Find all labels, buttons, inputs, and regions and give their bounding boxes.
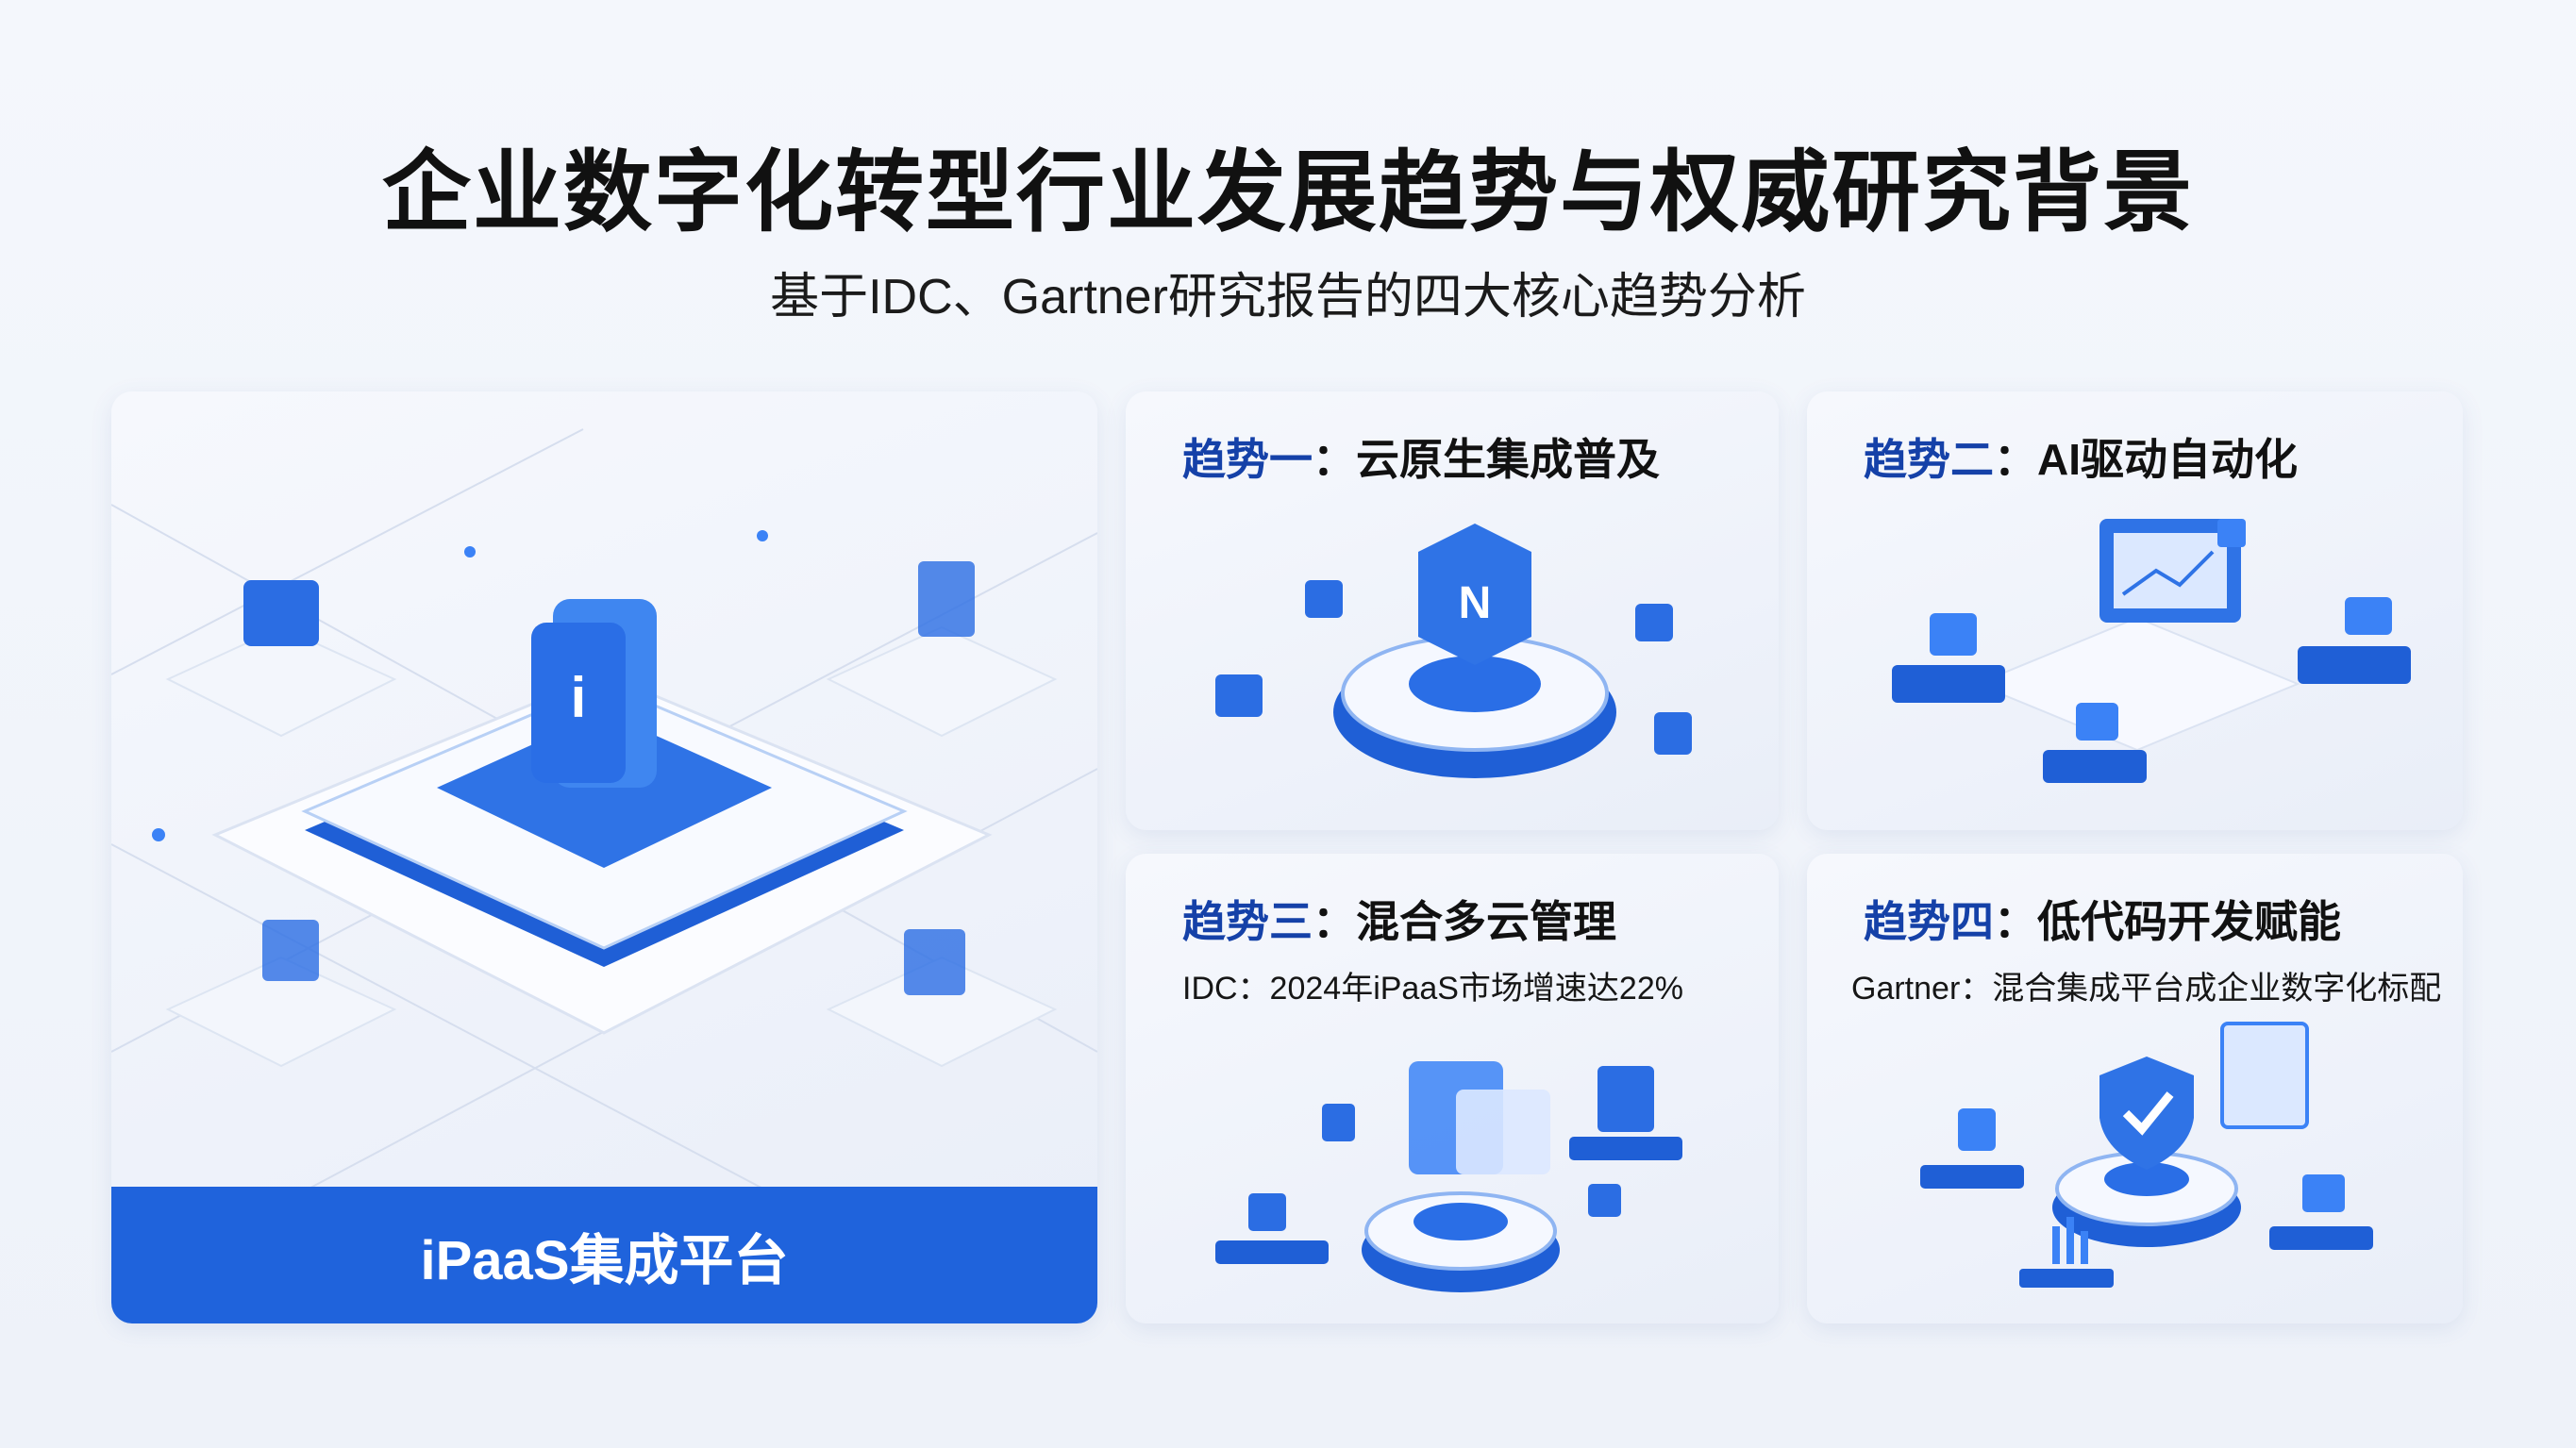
trend-card-2: 趋势二：AI驱动自动化 — [1807, 391, 2463, 830]
ipaas-platform-illustration: i — [111, 428, 1097, 1193]
page-subtitle: 基于IDC、Gartner研究报告的四大核心趋势分析 — [770, 270, 1806, 325]
trend-card-1: N 趋势一：云原生集成普及 — [1126, 391, 1779, 830]
svg-text:i: i — [571, 666, 587, 729]
hybrid-cloud-illustration — [1215, 1061, 1682, 1292]
trend-2-title: 趋势二：AI驱动自动化 — [1864, 435, 2298, 484]
page-title: 企业数字化转型行业发展趋势与权威研究背景 — [381, 142, 2194, 241]
trend-card-3: 趋势三：混合多云管理 IDC：2024年iPaaS市场增速达22% — [1126, 854, 1779, 1323]
trend-3-title: 趋势三：混合多云管理 — [1182, 897, 1616, 946]
svg-text:N: N — [1459, 578, 1492, 628]
trend-1-title: 趋势一：云原生集成普及 — [1182, 435, 1660, 484]
ipaas-platform-label: iPaaS集成平台 — [111, 1187, 1097, 1323]
trend-3-note: IDC：2024年iPaaS市场增速达22% — [1182, 971, 1683, 1007]
trend-4-title: 趋势四：低代码开发赋能 — [1864, 897, 2341, 946]
trend-card-4: 趋势四：低代码开发赋能 Gartner：混合集成平台成企业数字化标配 — [1807, 854, 2463, 1323]
low-code-illustration — [1920, 1022, 2373, 1288]
ipaas-platform-card: i iPaaS集成平台 — [111, 391, 1097, 1323]
cloud-native-illustration: N — [1215, 524, 1692, 778]
trend-4-note: Gartner：混合集成平台成企业数字化标配 — [1851, 971, 2442, 1007]
ai-automation-illustration — [1892, 519, 2411, 783]
